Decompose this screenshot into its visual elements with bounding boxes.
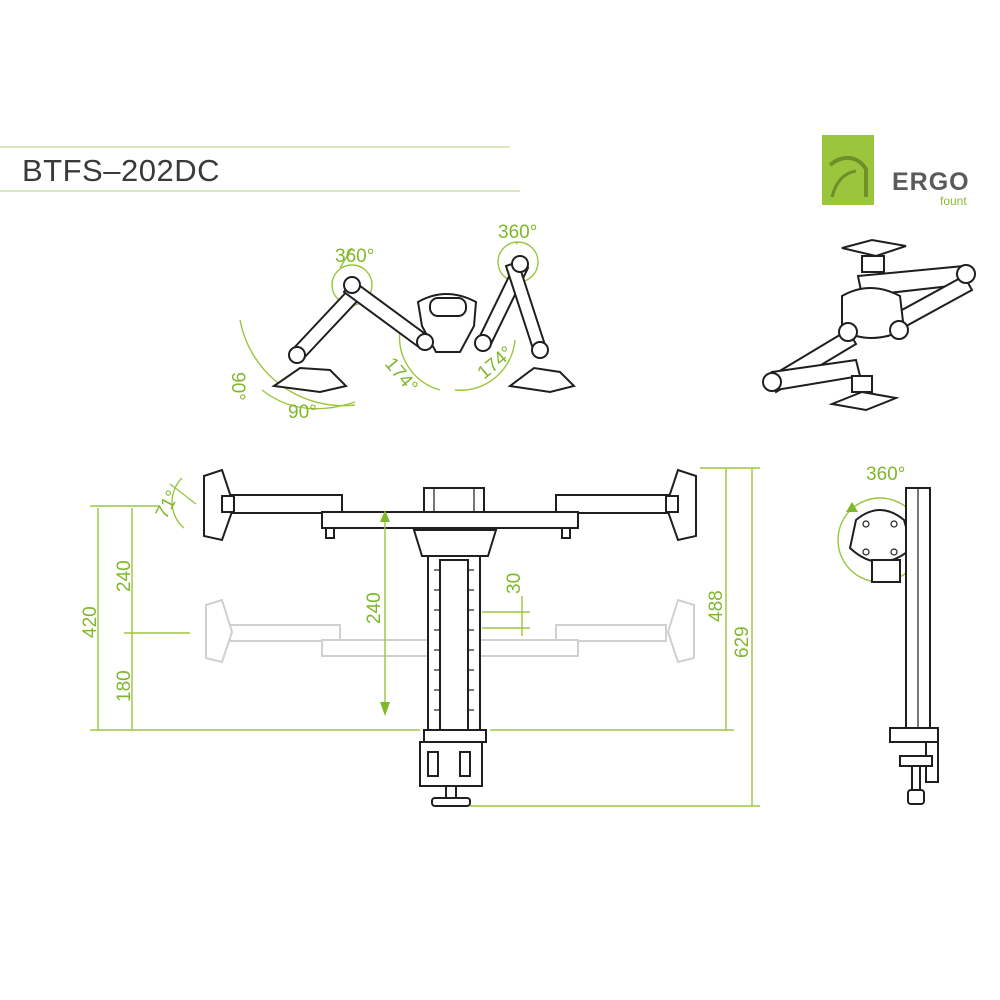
dim-arrow-down xyxy=(380,702,390,716)
dim-arrow-up xyxy=(380,510,390,522)
brand-logo-mark xyxy=(822,135,874,205)
iso-joint-3 xyxy=(838,322,858,342)
pole-teeth xyxy=(434,569,474,711)
joint-left-top xyxy=(343,276,361,294)
joint-right-outer xyxy=(531,341,549,359)
iso-joint-1 xyxy=(956,264,976,284)
clamp-knob xyxy=(431,797,471,807)
label-h-629: 629 xyxy=(732,626,753,658)
side-vesa-plate xyxy=(848,509,914,563)
side-vesa-hole-2 xyxy=(890,520,898,528)
ghost-vesa-right xyxy=(666,598,695,664)
ghost-lowered-arm xyxy=(205,598,695,664)
label-tilt-left: 90° xyxy=(227,372,248,401)
label-h-240-center: 240 xyxy=(364,592,385,624)
label-h-180: 180 xyxy=(114,670,135,702)
iso-joint-4 xyxy=(762,372,782,392)
side-rotation-arrow xyxy=(846,502,858,512)
crossbar-peg-right xyxy=(561,527,571,539)
top-view-drawing xyxy=(239,241,576,410)
label-rotation-top-right: 360° xyxy=(498,222,537,243)
ghost-arm-left xyxy=(229,624,341,642)
isometric-view-drawing xyxy=(762,238,976,412)
label-rotation-top-left: 360° xyxy=(335,246,374,267)
label-h-420: 420 xyxy=(80,606,101,638)
clamp-screw xyxy=(445,785,457,799)
arm-left xyxy=(231,494,343,514)
swing-arc-bottom xyxy=(261,389,356,410)
ghost-arm-right xyxy=(555,624,667,642)
ghost-vesa-left xyxy=(205,598,234,664)
brand-swoosh-icon xyxy=(828,156,868,198)
vesa-head-right xyxy=(507,366,576,394)
label-h-488: 488 xyxy=(706,590,727,622)
iso-vesa-top xyxy=(841,238,907,258)
clamp-top xyxy=(423,729,487,743)
rotation-leader-right xyxy=(515,241,519,245)
label-angle-left: 174° xyxy=(380,354,421,398)
vesa-neck-left xyxy=(221,495,235,513)
vesa-head-left xyxy=(271,366,348,394)
side-clamp-screw xyxy=(911,765,921,791)
joint-left-outer xyxy=(288,346,306,364)
model-title: BTFS–202DC xyxy=(22,153,220,188)
clamp-window-left xyxy=(427,751,439,777)
side-clamp-knob xyxy=(907,789,925,805)
label-h-240-left: 240 xyxy=(114,560,135,592)
angle-arc-left xyxy=(398,329,441,391)
vesa-neck-right xyxy=(665,495,679,513)
label-side-rotation: 360° xyxy=(866,464,905,485)
side-head-mount xyxy=(871,559,901,583)
iso-vesa-bottom xyxy=(828,390,900,412)
side-view-drawing xyxy=(837,487,939,805)
crossbar xyxy=(321,511,579,529)
clamp-window-right xyxy=(459,751,471,777)
crossbar-peg-left xyxy=(325,527,335,539)
tilt-arc-front xyxy=(171,477,185,529)
brand-subtitle: fount xyxy=(940,194,967,208)
brand-name: ERGO xyxy=(892,168,970,196)
label-h-30: 30 xyxy=(504,573,525,594)
iso-head-neck-top xyxy=(861,255,885,273)
arm-right xyxy=(555,494,677,514)
iso-head-neck-bottom xyxy=(851,375,873,393)
side-vesa-hole-4 xyxy=(890,548,898,556)
pole-slot xyxy=(439,559,469,731)
arm-right-outer xyxy=(504,260,548,354)
side-clamp-jaw xyxy=(899,755,933,767)
label-tilt-front: 71° xyxy=(152,487,184,522)
label-swing-bottom: 90° xyxy=(288,402,317,423)
rotation-leader-left xyxy=(339,247,353,269)
tilt-leader xyxy=(169,483,197,505)
joint-left-center xyxy=(416,333,434,351)
iso-joint-2 xyxy=(889,320,909,340)
side-vesa-hole-1 xyxy=(862,520,870,528)
carriage xyxy=(412,529,498,557)
side-clamp-top xyxy=(889,727,939,743)
vesa-head-left-front xyxy=(203,468,236,542)
joint-right-top xyxy=(511,255,529,273)
front-dimensions xyxy=(90,467,760,807)
dimension-labels: 360° 360° 90° 90° 174° 174° 71° 240 420 … xyxy=(80,222,905,702)
angle-arc-right xyxy=(454,339,516,391)
joint-right-center xyxy=(474,334,492,352)
vesa-head-right-front xyxy=(664,468,697,542)
side-vesa-hole-3 xyxy=(862,548,870,556)
top-center-cap xyxy=(429,297,467,317)
front-view-drawing xyxy=(169,468,697,807)
